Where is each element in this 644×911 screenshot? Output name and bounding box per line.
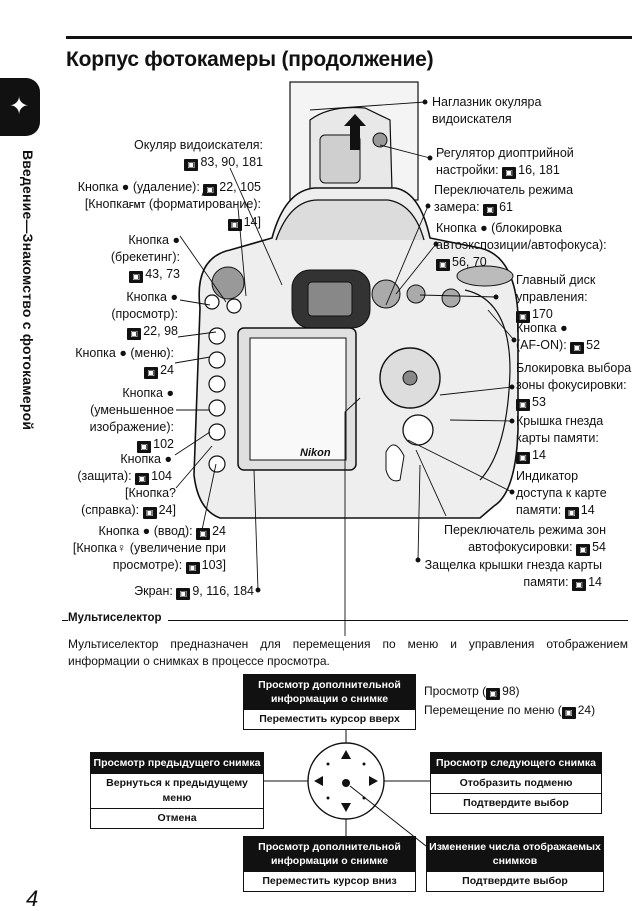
multiselector-rule xyxy=(62,620,628,621)
page-ref-icon xyxy=(561,707,576,719)
label-bkt-button: Кнопка ● (брекетинг): 43, 73 xyxy=(111,232,180,283)
page-ref-icon xyxy=(227,219,242,231)
label-monitor: Экран: 9, 116, 184 xyxy=(134,583,254,600)
arrow-right-icon xyxy=(369,776,378,786)
label-playback-button: Кнопка ● (просмотр): 22, 98 xyxy=(111,289,178,340)
note-playback: Просмотр (98) xyxy=(424,682,519,700)
ms-center-box: Изменение числа отображаемых снимков Под… xyxy=(426,836,604,892)
arrow-up-icon xyxy=(341,750,351,759)
label-access-lamp: Индикатор доступа к карте памяти: 14 xyxy=(516,468,607,519)
page-ref-icon xyxy=(486,688,501,700)
page-ref-icon xyxy=(185,562,200,574)
help-icon: ? xyxy=(169,486,176,500)
page-ref-icon xyxy=(129,271,144,283)
page-number: 4 xyxy=(26,886,39,911)
label-diopter: Регулятор диоптрийной настройки: 16, 181 xyxy=(436,145,574,179)
label-metering: Переключатель режима замера: 61 xyxy=(434,182,573,216)
chapter-tab: ✦ xyxy=(0,78,40,136)
menu-icon: ● xyxy=(119,346,127,360)
label-afon-button: Кнопка ● (AF-ON): 52 xyxy=(516,320,600,354)
page-ref-icon xyxy=(516,452,530,464)
page-ref-icon xyxy=(196,528,211,540)
label-card-cover: Крышка гнезда карты памяти: 14 xyxy=(516,413,603,464)
label-thumbnail-button: Кнопка ● (уменьшенное изображение): 102 xyxy=(90,385,174,453)
label-af-area: Переключатель режима зон автофокусировки… xyxy=(444,522,606,556)
page-ref-icon xyxy=(144,367,159,379)
ms-right-box: Просмотр следующего снимка Отобразить по… xyxy=(430,752,602,814)
arrow-down-icon xyxy=(341,803,351,812)
top-rule xyxy=(66,36,632,39)
arrow-left-icon xyxy=(314,776,323,786)
label-focus-lock: Блокировка выбора зоны фокусировки: 53 xyxy=(516,360,631,411)
page-ref-icon xyxy=(516,311,530,323)
page-ref-icon xyxy=(184,159,199,171)
page-ref-icon xyxy=(142,507,157,519)
protect-icon: ● xyxy=(164,452,172,466)
afon-icon: ● xyxy=(560,321,568,335)
page-ref-icon xyxy=(564,507,579,519)
delete-icon: ● xyxy=(121,180,130,194)
label-enter-button: Кнопка ● (ввод): 24 [Кнопка♀ (увеличение… xyxy=(73,523,226,574)
playback-icon: ● xyxy=(170,290,178,304)
label-ael-button: Кнопка ● (блокировка автоэкспозиции/авто… xyxy=(436,220,607,271)
page-ref-icon xyxy=(576,544,591,556)
eyecup-inset xyxy=(289,81,419,201)
note-menu: Перемещение по меню (24) xyxy=(424,701,595,719)
page-ref-icon xyxy=(570,342,585,354)
label-eyepiece: Окуляр видоискателя: 83, 90, 181 xyxy=(134,137,263,171)
ael-icon: ● xyxy=(480,221,488,235)
page-ref-icon xyxy=(203,184,218,196)
page-ref-icon xyxy=(516,399,530,411)
label-protect-button: Кнопка ● (защита): 104 xyxy=(77,451,172,485)
page-ref-icon xyxy=(137,441,152,453)
label-help-button: [Кнопка? (справка): 24] xyxy=(81,485,176,519)
chapter-icon: ✦ xyxy=(9,93,30,120)
page-title: Корпус фотокамеры (продолжение) xyxy=(66,48,434,71)
page-ref-icon xyxy=(127,328,142,340)
enter-icon: ● xyxy=(142,524,151,538)
label-main-dial: Главный диск управления: 170 xyxy=(516,272,595,323)
thumbnail-icon: ● xyxy=(166,386,174,400)
page-ref-icon xyxy=(572,579,587,591)
label-delete-button: Кнопка ● (удаление): 22, 105 [КнопкаFMT … xyxy=(78,179,261,231)
label-card-latch: Защелка крышки гнезда карты памяти: 14 xyxy=(425,557,602,591)
page-ref-icon xyxy=(436,259,450,271)
multiselector-ring xyxy=(307,742,385,820)
page-ref-icon xyxy=(483,204,498,216)
multiselector-heading: Мультиселектор xyxy=(68,612,168,624)
ms-up-box: Просмотр дополнительной информации о сни… xyxy=(243,674,416,730)
multiselector-description: Мультиселектор предназначен для перемеще… xyxy=(68,637,628,668)
page-ref-icon xyxy=(502,167,517,179)
format-icon: FMT xyxy=(128,201,146,210)
page-ref-icon xyxy=(176,588,191,600)
camera-brand: Nikon xyxy=(300,447,331,459)
ms-left-box: Просмотр предыдущего снимка Вернуться к … xyxy=(90,752,264,829)
bkt-icon: ● xyxy=(172,233,180,247)
ms-down-box: Просмотр дополнительной информации о сни… xyxy=(243,836,416,892)
label-menu-button: Кнопка ● (меню): 24 xyxy=(75,345,174,379)
chapter-title: Введение—Знакомство с фотокамерой xyxy=(20,150,36,431)
center-dot xyxy=(342,779,350,787)
page-ref-icon xyxy=(135,473,150,485)
zoom-icon: ♀ xyxy=(116,541,127,555)
